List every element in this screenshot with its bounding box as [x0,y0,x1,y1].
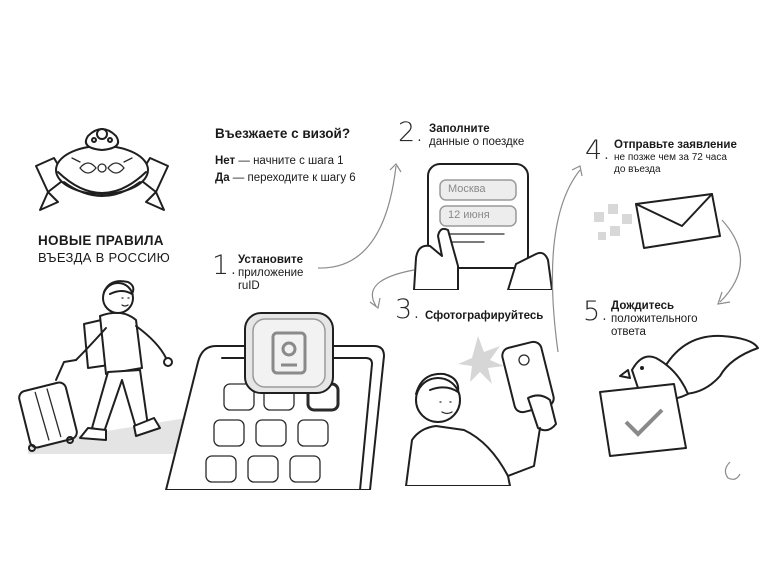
visa-no-label: Нет [215,155,236,167]
step-5-subtitle1: положительного [611,313,698,325]
step-5-title: Дождитесь [611,300,675,312]
step-1-subtitle2: ruID [238,280,260,292]
headline: НОВЫЕ ПРАВИЛА ВЪЕЗДА В РОССИЮ [38,233,170,265]
visa-yes-line: Да — переходите к шагу 6 [215,172,356,184]
step-4-title: Отправьте заявление [614,139,737,151]
step-4-number: 4. [585,135,611,166]
headline-line2: ВЪЕЗДА В РОССИЮ [38,250,171,265]
bread-salt-icon [35,128,169,211]
step-1-title: Установите [238,254,303,266]
step-5-subtitle2: ответа [611,326,646,338]
dove-icon [599,334,759,457]
step-3-number: 3. [395,294,421,325]
phone-form-icon [413,163,553,290]
step-5-number: 5. [583,296,609,327]
traveler-icon [18,280,186,454]
visa-question-title: Въезжаете с визой? [215,126,351,141]
app-icon[interactable] [241,309,337,397]
visa-question: Въезжаете с визой? Нет — начните с шага … [215,126,356,184]
step-2-number: 2. [398,117,424,148]
envelope-icon [594,193,721,249]
visa-yes-text: — переходите к шагу 6 [229,172,356,184]
step-1-number: 1. [212,250,238,281]
visa-no-line: Нет — начните с шага 1 [215,155,356,167]
visa-no-text: — начните с шага 1 [235,155,344,167]
step-2-subtitle1: данные о поездке [429,136,525,148]
phone-field-2: 12 июня [448,209,490,221]
phone-field-1: Москва [448,183,486,195]
selfie-icon [405,336,557,486]
step-3-title: Сфотографируйтесь [425,310,544,322]
step-4-subtitle1: не позже чем за 72 часа [614,152,727,163]
step-1-subtitle1: приложение [238,267,304,279]
step-4-subtitle2: до въезда [614,164,661,175]
visa-yes-label: Да [215,172,230,184]
headline-line1: НОВЫЕ ПРАВИЛА [38,233,164,248]
step-2-title: Заполните [429,123,490,135]
